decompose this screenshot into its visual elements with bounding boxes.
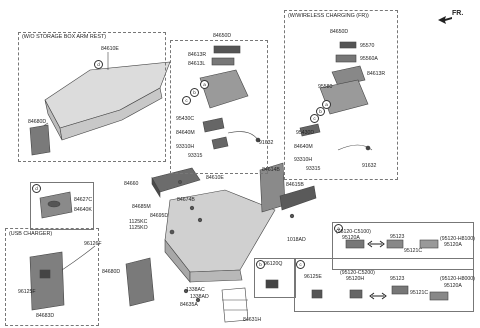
swap-arrow-a bbox=[367, 240, 385, 248]
label-84613L: 84613L bbox=[188, 61, 206, 67]
label-84685M: 84685M bbox=[132, 204, 151, 210]
shift-bezel bbox=[199, 69, 249, 109]
label-84640M-b: 84640M bbox=[294, 144, 313, 150]
label-84613R-b: 84613R bbox=[367, 71, 386, 77]
callout-c-95121C: 95121C bbox=[410, 290, 429, 296]
label-84640K: 84640K bbox=[74, 207, 92, 213]
label-84680D-b: 84680D bbox=[102, 269, 121, 275]
label-84695D: 84695D bbox=[150, 213, 169, 219]
label-84640M-a: 84640M bbox=[176, 130, 195, 136]
label-84614B: 84614B bbox=[262, 167, 280, 173]
tray-84613R bbox=[213, 45, 241, 54]
box-wireless-title: (W/WIRELESS CHARGING (FR)) bbox=[288, 13, 369, 19]
label-1338AC: 1338AC bbox=[186, 287, 205, 293]
callout-a-95121C: 95121C bbox=[404, 248, 423, 254]
box-wo-storage-title: (W/O STORAGE BOX ARM REST) bbox=[22, 34, 107, 40]
side-pad-84615B bbox=[279, 185, 317, 211]
callout-a-part2: 95120A bbox=[444, 242, 462, 248]
label-1018AD: 1018AD bbox=[287, 237, 306, 243]
usb-panel bbox=[29, 251, 65, 311]
box-wo-storage bbox=[18, 32, 166, 162]
marker-c-84650D: c bbox=[182, 96, 191, 105]
label-84615B: 84615B bbox=[286, 182, 304, 188]
fr-label: FR. bbox=[452, 10, 464, 17]
callout-c-code2: (95120-H8000) bbox=[440, 276, 475, 282]
marker-d: d bbox=[94, 60, 103, 69]
box-d-detail bbox=[30, 182, 94, 230]
box-usb-title: (USB CHARGER) bbox=[9, 231, 53, 237]
callout-a-code1: (95120-C5100) bbox=[336, 229, 371, 235]
label-84610E-a: 84610E bbox=[101, 46, 119, 52]
callout-b bbox=[254, 258, 296, 298]
marker-b-84650D: b bbox=[190, 88, 199, 97]
label-95580: 95580 bbox=[318, 84, 333, 90]
label-96125F: 96125F bbox=[18, 289, 36, 295]
label-84680D-a: 84680D bbox=[28, 119, 47, 125]
label-93315-b: 93315 bbox=[306, 166, 321, 172]
marker-b-wireless: b bbox=[316, 107, 325, 116]
callout-a-code2: (95120-H8100) bbox=[440, 236, 475, 242]
callout-a-95123: 95123 bbox=[390, 234, 405, 240]
marker-c-wireless: c bbox=[310, 114, 319, 123]
marker-a-wireless: a bbox=[322, 100, 331, 109]
marker-a-84650D: a bbox=[200, 80, 209, 89]
label-84660: 84660 bbox=[124, 181, 139, 187]
box-84650D-frame bbox=[170, 40, 268, 174]
box-usb bbox=[5, 228, 99, 326]
label-84650D-a: 84650D bbox=[213, 33, 232, 39]
label-1125KO: 1125KO bbox=[129, 225, 148, 231]
box-wireless bbox=[284, 10, 398, 180]
callout-b-part: 96120Q bbox=[264, 261, 283, 267]
label-84613R-a: 84613R bbox=[188, 52, 207, 58]
label-1338AD: 1338AD bbox=[190, 294, 209, 300]
label-95430C-a: 95430C bbox=[176, 116, 195, 122]
marker-d-box: d bbox=[32, 184, 41, 193]
marker-a-callout: a bbox=[334, 224, 343, 233]
rear-panel-left bbox=[29, 124, 51, 156]
callout-c-95123: 95123 bbox=[390, 276, 405, 282]
label-91632-a: 91632 bbox=[259, 140, 274, 146]
label-95570: 95570 bbox=[360, 43, 375, 49]
fr-arrow-icon bbox=[438, 16, 452, 24]
label-96126F: 96126F bbox=[84, 241, 102, 247]
label-93315-a: 93315 bbox=[188, 153, 203, 159]
callout-c-96125E: 96125E bbox=[304, 274, 322, 280]
callout-a bbox=[332, 222, 474, 270]
label-93310H-a: 93310H bbox=[176, 144, 195, 150]
callout-c-part2: 95120A bbox=[444, 283, 462, 289]
label-84631H: 84631H bbox=[243, 317, 262, 323]
marker-b-callout: b bbox=[256, 260, 265, 269]
swap-arrow-c bbox=[369, 292, 387, 300]
label-84610E-b: 84610E bbox=[206, 175, 224, 181]
label-84627C: 84627C bbox=[74, 197, 93, 203]
callout-c-part1: 95120H bbox=[346, 276, 365, 282]
label-93310H-b: 93310H bbox=[294, 157, 313, 163]
label-84650D-b: 84650D bbox=[330, 29, 349, 35]
label-91632-b: 91632 bbox=[362, 163, 377, 169]
label-84683D: 84683D bbox=[36, 313, 55, 319]
callout-a-part1: 95120A bbox=[342, 235, 360, 241]
callout-c bbox=[294, 258, 474, 312]
marker-c-callout: c bbox=[296, 260, 305, 269]
callout-c-code1: (95120-C5200) bbox=[340, 270, 375, 276]
label-1125KC: 1125KC bbox=[129, 219, 148, 225]
label-84674B: 84674B bbox=[177, 197, 195, 203]
tray-95570 bbox=[339, 41, 357, 49]
bracket-84631H bbox=[221, 287, 249, 323]
label-84635A: 84635A bbox=[180, 302, 198, 308]
label-95560A: 95560A bbox=[360, 56, 378, 62]
label-95430D: 95430D bbox=[296, 130, 315, 136]
